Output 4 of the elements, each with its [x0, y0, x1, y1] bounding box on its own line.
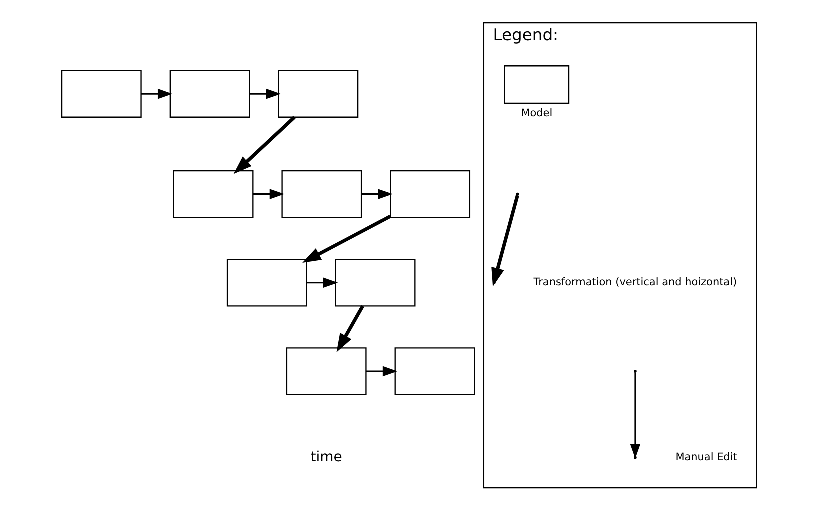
legend-label: Model — [520, 106, 552, 119]
label: time — [310, 448, 342, 465]
legend-label: Manual Edit — [675, 450, 737, 463]
legend-label: Transformation (vertical and hoizontal) — [533, 276, 737, 288]
